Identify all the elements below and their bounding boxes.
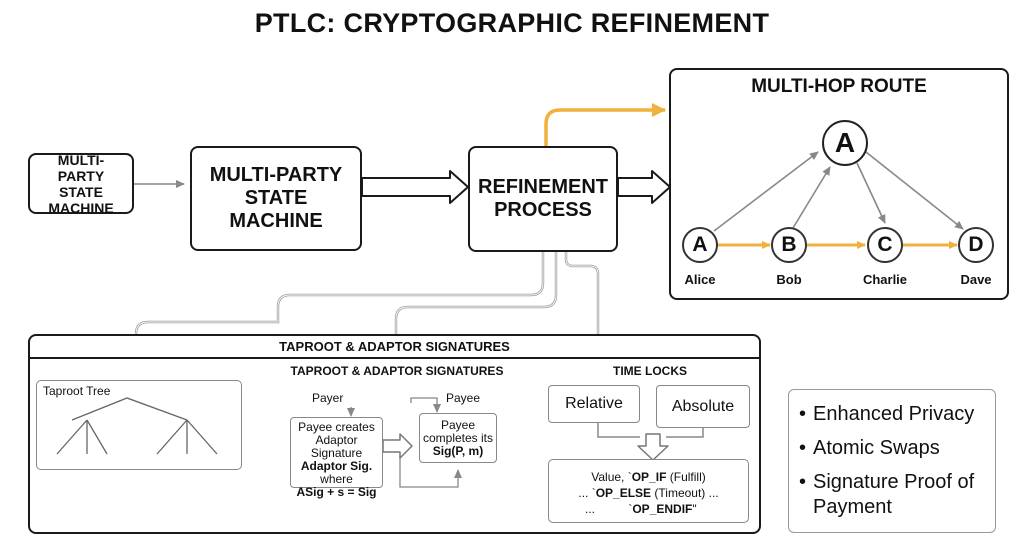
refinement-process-box: REFINEMENT PROCESS xyxy=(468,146,618,252)
route-hub-node-a: A xyxy=(822,120,868,166)
hollow-arrow-refinement-to-route xyxy=(617,170,671,204)
timelock-hollow-arrow xyxy=(637,433,669,461)
route-gray-edges xyxy=(713,151,964,232)
adaptor-complete-box: Payee completes its Sig(P, m) xyxy=(419,413,497,463)
payer-label: Payer xyxy=(312,391,344,405)
payee-label: Payee xyxy=(446,391,481,405)
state-machine-label: MULTI-PARTY STATE MACHINE xyxy=(209,164,343,232)
orange-route-arrow xyxy=(544,103,666,146)
adaptor-hollow-arrow xyxy=(382,433,413,459)
benefits-box: •Enhanced Privacy •Atomic Swaps •Signatu… xyxy=(788,389,996,533)
input-state-machine-label: MULTI-PARTY STATE MACHINE xyxy=(48,151,114,216)
benefit-item: •Atomic Swaps xyxy=(799,437,940,459)
multi-hop-route-title: MULTI-HOP ROUTE xyxy=(751,76,927,97)
benefit-item: •Signature Proof of Payment xyxy=(799,471,975,518)
script-line-2: ... `OP_ELSE (Timeout) ... xyxy=(578,486,719,500)
page-title: PTLC: CRYPTOGRAPHIC REFINEMENT xyxy=(254,8,770,38)
route-node-bob: B xyxy=(771,227,807,263)
refinement-process-label: REFINEMENT PROCESS xyxy=(478,176,608,221)
route-label-dave: Dave xyxy=(960,272,992,287)
script-line-3: ... `OP_ENDIF" xyxy=(585,502,697,516)
adaptor-create-box: Payee creates Adaptor Signature Adaptor … xyxy=(290,417,383,499)
multi-hop-route-panel xyxy=(669,68,1009,300)
route-node-dave: D xyxy=(958,227,994,263)
taproot-tree-box xyxy=(36,380,242,470)
taproot-tree-label: Taproot Tree xyxy=(43,384,111,398)
timelock-absolute-box: Absolute xyxy=(656,385,750,428)
timelock-merge-lines xyxy=(597,423,704,438)
taproot-panel-header: TAPROOT & ADAPTOR SIGNATURES xyxy=(279,339,510,354)
timelock-script-box: Value, `OP_IF (Fulfill) ... `OP_ELSE (Ti… xyxy=(548,459,749,523)
adaptor-arrows xyxy=(347,397,462,488)
script-line-1: Value, `OP_IF (Fulfill) xyxy=(591,470,706,484)
route-label-bob: Bob xyxy=(776,272,802,287)
adaptor-section-title: TAPROOT & ADAPTOR SIGNATURES xyxy=(290,364,504,378)
hollow-arrow-sm-to-refinement xyxy=(361,170,469,204)
input-state-machine-box: MULTI-PARTY STATE MACHINE xyxy=(28,151,134,216)
timelocks-title: TIME LOCKS xyxy=(613,364,687,378)
state-machine-box: MULTI-PARTY STATE MACHINE xyxy=(190,146,362,251)
taproot-panel-divider xyxy=(29,357,760,359)
timelock-relative-box: Relative xyxy=(548,385,640,423)
route-label-charlie: Charlie xyxy=(862,272,908,287)
route-node-charlie: C xyxy=(867,227,903,263)
taproot-tree-drawing xyxy=(56,397,218,455)
route-label-alice: Alice xyxy=(684,272,716,287)
taproot-adaptor-panel xyxy=(28,334,761,534)
benefit-item: •Enhanced Privacy xyxy=(799,403,975,425)
route-node-alice: A xyxy=(682,227,718,263)
